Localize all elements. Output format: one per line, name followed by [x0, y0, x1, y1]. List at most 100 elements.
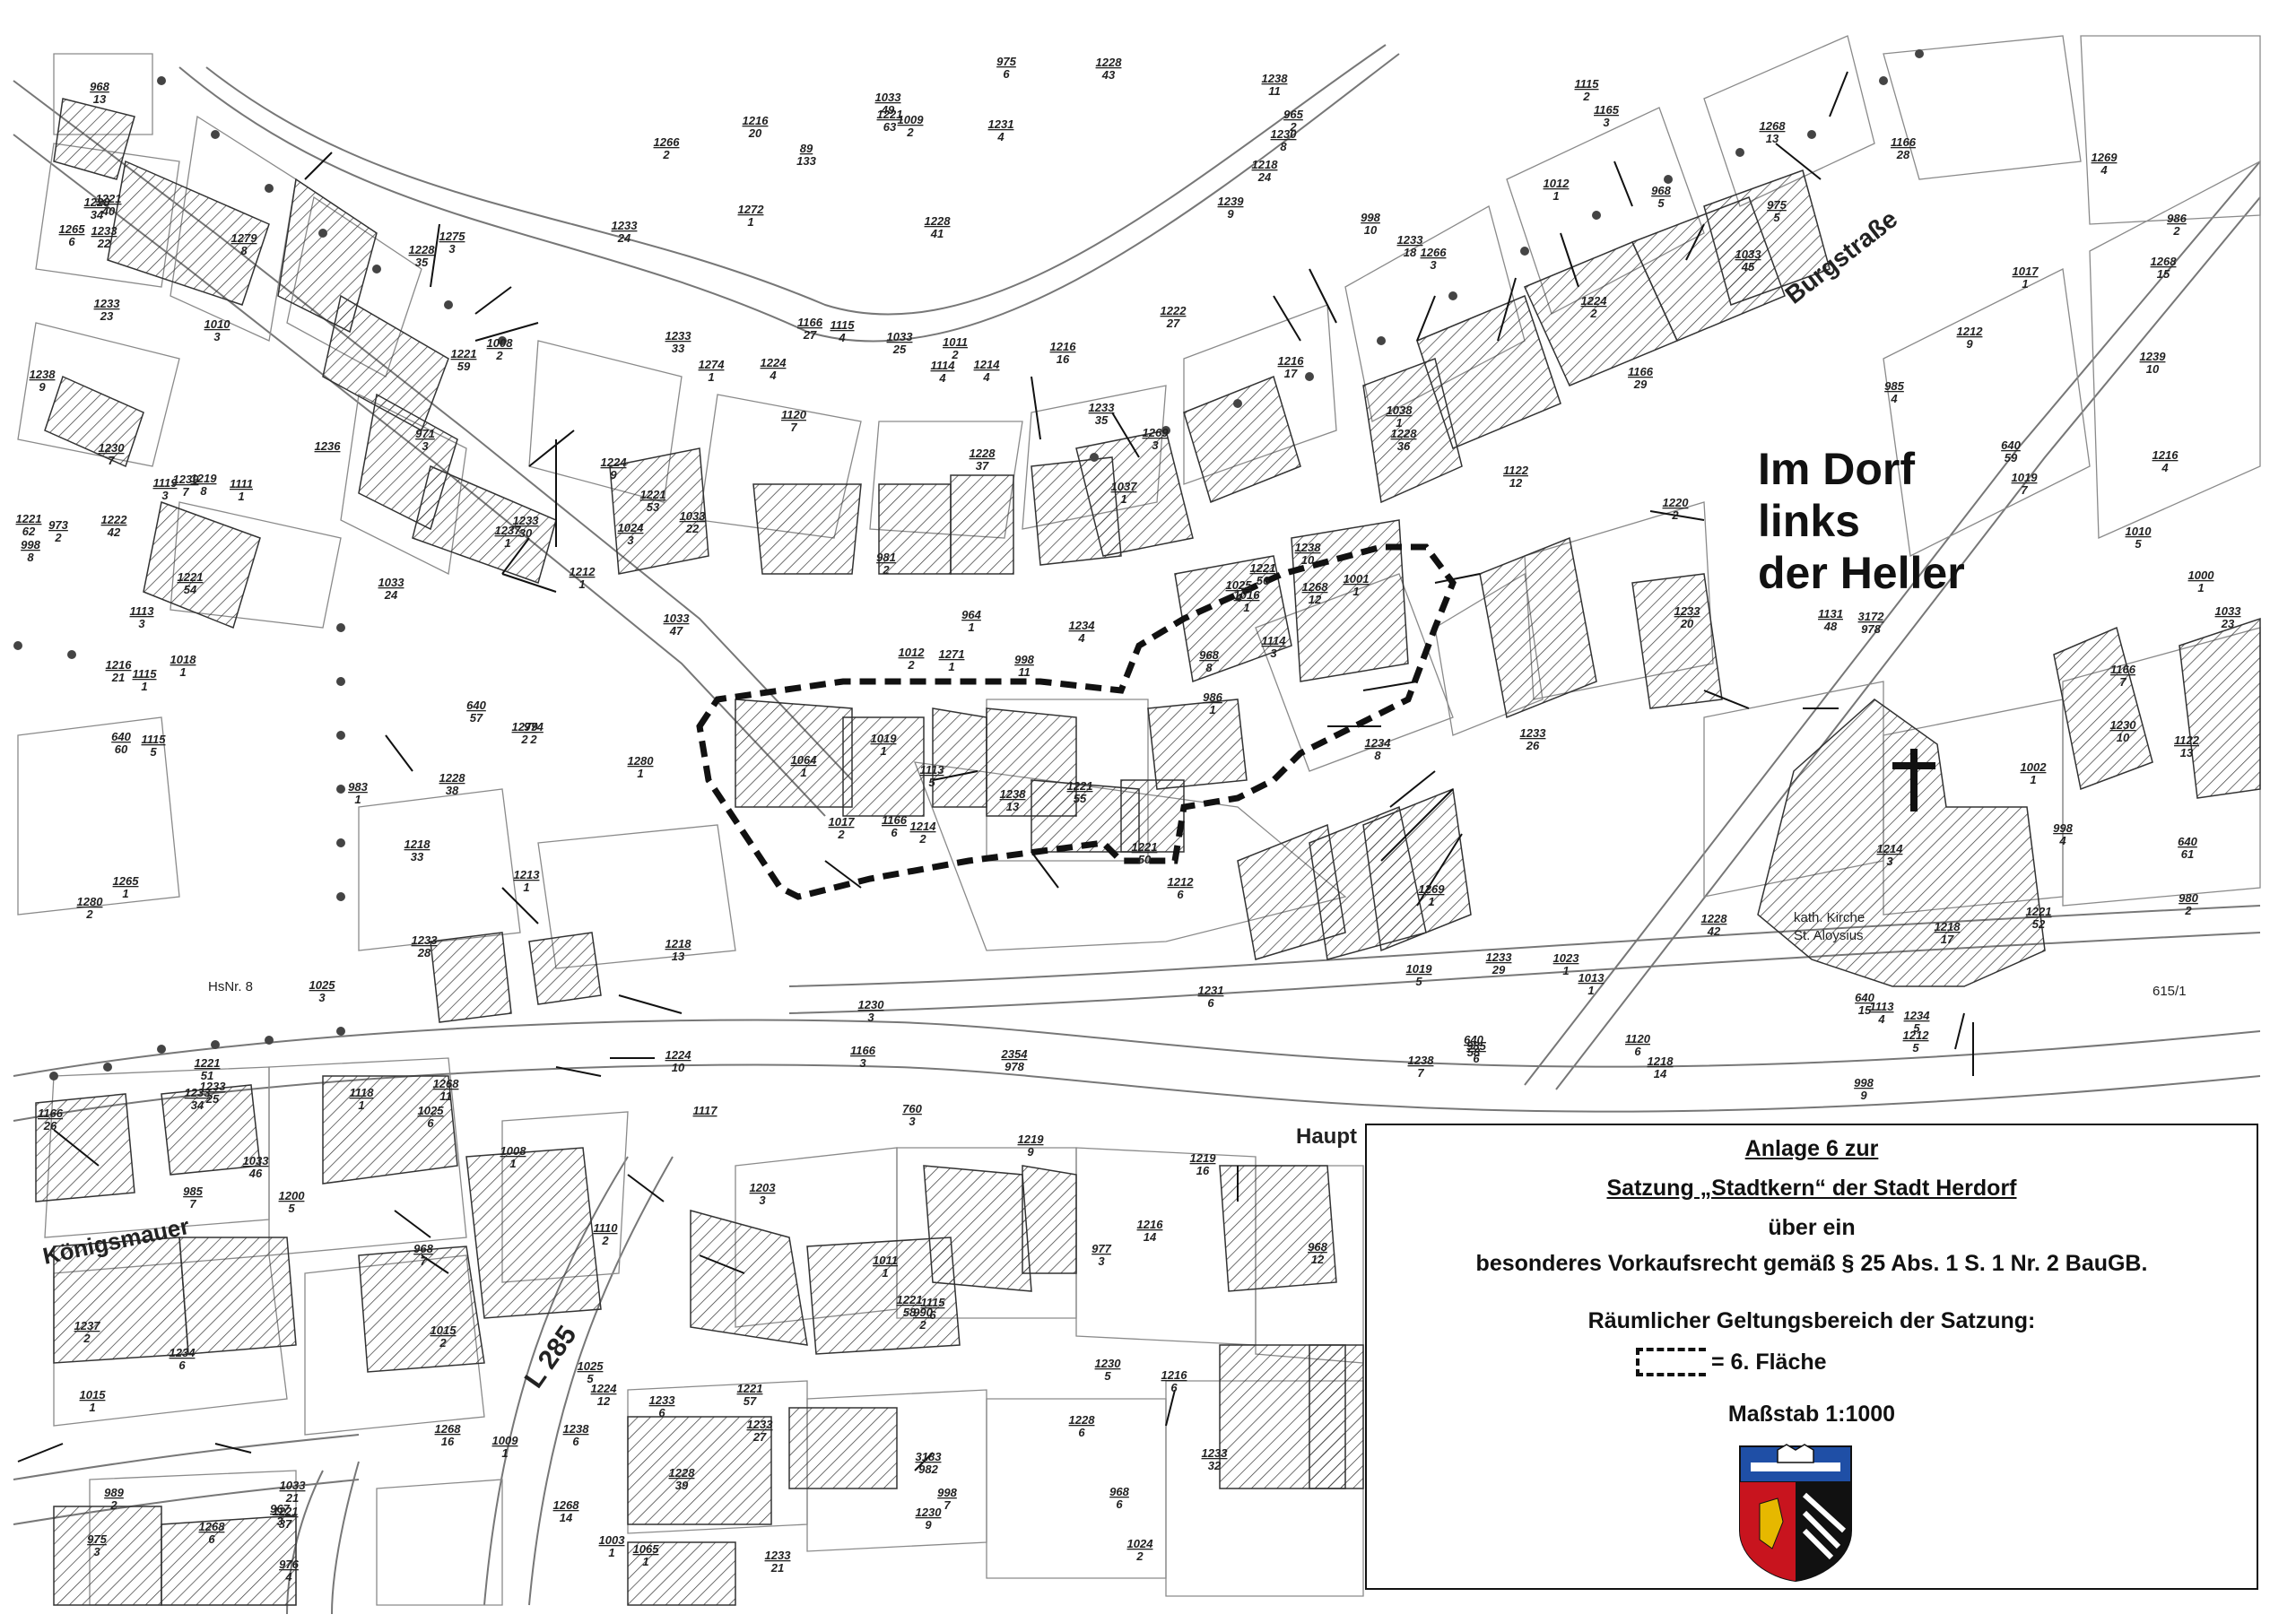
house-number-label: HsNr. 8	[208, 979, 253, 994]
legend-title: Anlage 6 zur	[1744, 1136, 1879, 1161]
dashed-boundary-icon	[1636, 1348, 1706, 1376]
legend-area-key: = 6. Fläche	[1636, 1348, 1827, 1376]
district-label-line2: links	[1758, 496, 1860, 546]
district-label-line3: der Heller	[1758, 548, 1965, 598]
area-6-boundary	[696, 543, 1457, 900]
parcel-615-1: 615/1	[2152, 984, 2187, 999]
